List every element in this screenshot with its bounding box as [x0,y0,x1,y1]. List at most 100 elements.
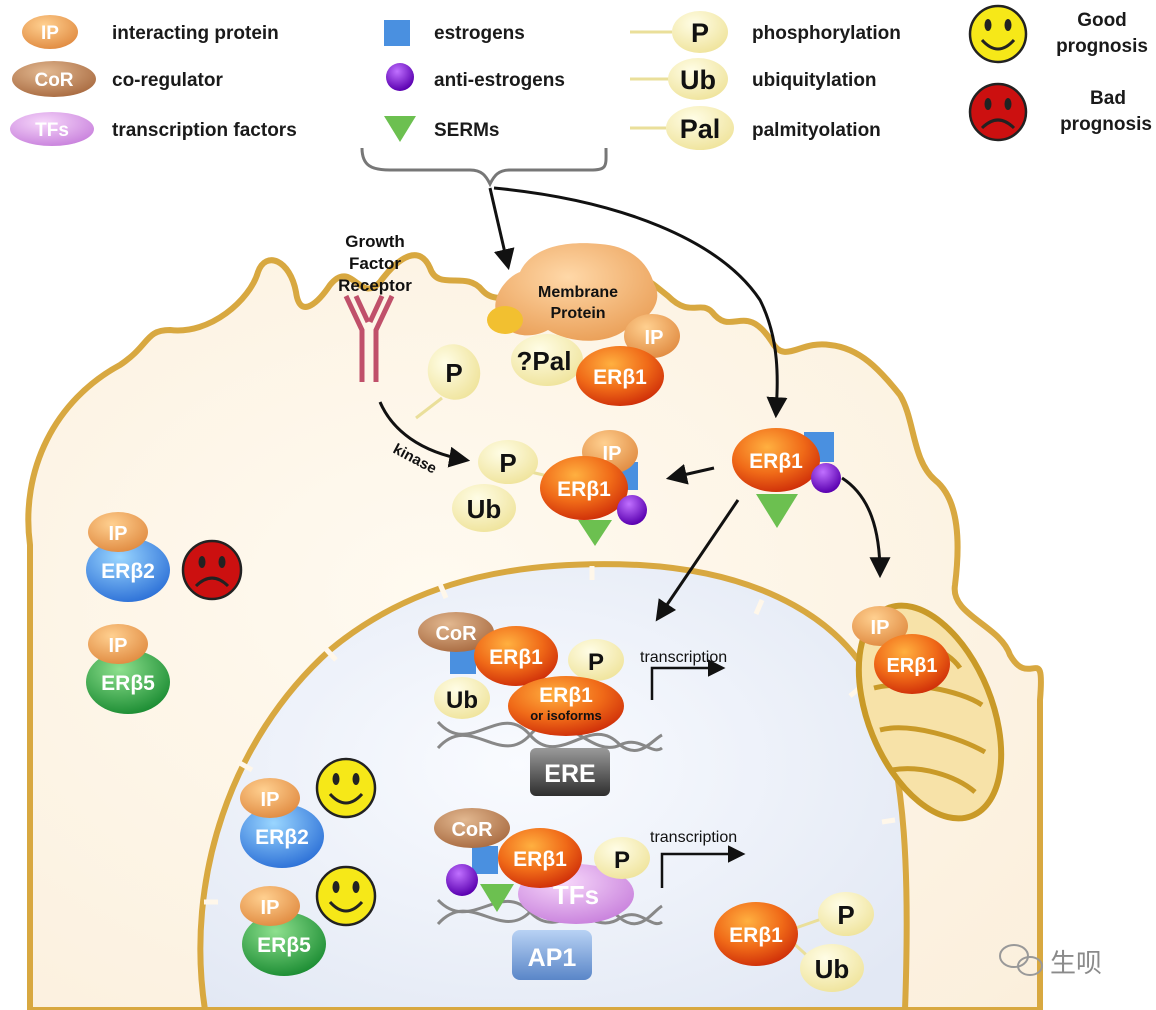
ap1-complex: AP1 CoR TFs ERβ1 P transcription [434,808,746,980]
svg-text:transcription factors: transcription factors [112,120,297,141]
svg-text:Bad: Bad [1090,88,1126,109]
legend-serms: SERMs [384,116,499,142]
legend-phosphorylation: P phosphorylation [630,11,901,53]
svg-text:IP: IP [109,523,128,545]
svg-text:ERβ1: ERβ1 [513,848,567,871]
svg-text:transcription: transcription [640,649,727,666]
svg-text:IP: IP [41,23,59,44]
svg-text:ERβ2: ERβ2 [255,826,309,849]
legend-palmitoylation: Pal palmityolation [630,106,881,150]
mitochondrial-erb1: IP ERβ1 [852,606,950,694]
sad-face-icon [968,82,1028,142]
svg-text:IP: IP [261,897,280,919]
happy-face-icon [315,865,377,927]
incoming-er-complex: ERβ1 [732,428,841,528]
svg-text:Ub: Ub [680,65,716,95]
svg-text:ERβ1: ERβ1 [593,366,647,389]
svg-text:Ub: Ub [467,494,502,524]
svg-text:Ub: Ub [815,954,850,984]
svg-text:anti-estrogens: anti-estrogens [434,70,565,91]
happy-face-icon [968,4,1028,64]
arrows [378,186,891,622]
svg-text:IP: IP [603,443,622,465]
nuclear-modified-erb1: P Ub ERβ1 [714,892,874,992]
svg-text:co-regulator: co-regulator [112,70,223,91]
svg-text:ERβ1: ERβ1 [557,478,611,501]
cytoplasm-er-complex: P Ub IP ERβ1 [452,430,647,546]
legend-tfs: TFs transcription factors [10,112,297,146]
svg-text:IP: IP [645,327,664,349]
svg-text:SERMs: SERMs [434,120,499,141]
legend-anti-estrogens: anti-estrogens [386,63,565,91]
svg-text:CoR: CoR [451,819,493,841]
growth-factor-receptor: Growth Factor Receptor [338,232,412,382]
svg-text:TFs: TFs [35,120,69,141]
watermark: 生呗 [999,944,1102,979]
free-phosphate: P [415,344,481,420]
svg-text:Factor: Factor [349,254,401,273]
svg-text:estrogens: estrogens [434,23,525,44]
cytoplasm-erb5: ERβ5 IP [86,624,170,714]
svg-text:ERβ1: ERβ1 [489,646,543,669]
svg-text:?Pal: ?Pal [517,346,572,376]
svg-text:prognosis: prognosis [1056,36,1148,57]
svg-text:生呗: 生呗 [1050,949,1102,979]
svg-text:Growth: Growth [345,232,405,251]
svg-text:interacting protein: interacting protein [112,23,279,44]
svg-text:CoR: CoR [34,70,73,91]
happy-face-icon [315,757,377,819]
svg-text:Good: Good [1077,10,1127,31]
legend-good-prognosis: Good prognosis [968,4,1148,64]
svg-text:Receptor: Receptor [338,276,412,295]
svg-text:IP: IP [261,789,280,811]
legend-cor: CoR co-regulator [12,61,223,97]
svg-text:CoR: CoR [435,623,477,645]
svg-text:IP: IP [109,635,128,657]
svg-text:or isoforms: or isoforms [530,708,602,723]
svg-text:ERβ1: ERβ1 [729,924,783,947]
ere-complex: ERE CoR Ub ERβ1 P ERβ1 or isoforms trans… [418,612,727,796]
membrane-protein-complex: Membrane Protein ?Pal IP ERβ1 [487,243,680,406]
svg-text:phosphorylation: phosphorylation [752,23,901,44]
svg-text:ubiquitylation: ubiquitylation [752,70,877,91]
svg-text:AP1: AP1 [528,944,577,972]
svg-text:ERβ1: ERβ1 [749,450,803,473]
svg-text:ERβ2: ERβ2 [101,560,155,583]
svg-text:transcription: transcription [650,829,737,846]
legend-ip: IP interacting protein [22,15,279,49]
svg-text:Protein: Protein [550,305,605,322]
svg-text:palmityolation: palmityolation [752,120,881,141]
svg-text:TFs: TFs [553,880,599,910]
svg-text:Ub: Ub [446,687,478,714]
ere-element: ERE [530,748,610,796]
wechat-icon [999,944,1043,976]
legend: IP interacting protein CoR co-regulator … [10,4,1152,150]
sad-face-icon [181,539,243,601]
nuclear-erb2: ERβ2 IP [240,778,324,868]
cytoplasm-erb2: ERβ2 IP [86,512,170,602]
membrane-protein [495,243,658,341]
svg-text:P: P [691,18,709,48]
svg-text:ERβ1: ERβ1 [539,684,593,707]
svg-text:P: P [445,358,462,388]
svg-text:ERβ1: ERβ1 [886,655,937,677]
ap1-element: AP1 [512,930,592,980]
svg-text:IP: IP [871,617,890,639]
legend-ubiquitylation: Ub ubiquitylation [630,58,877,100]
svg-text:P: P [614,847,630,874]
legend-estrogens: estrogens [384,20,525,46]
svg-text:P: P [588,649,604,676]
svg-text:ERβ5: ERβ5 [101,672,155,695]
svg-text:ERβ5: ERβ5 [257,934,311,957]
legend-brace [360,147,608,188]
legend-bad-prognosis: Bad prognosis [968,82,1152,142]
svg-text:prognosis: prognosis [1060,114,1152,135]
nuclear-pores [204,566,896,905]
nuclear-erb5: ERβ5 IP [240,886,326,976]
svg-text:P: P [499,448,516,478]
svg-text:Membrane: Membrane [538,284,618,301]
svg-text:ERE: ERE [544,760,595,788]
svg-text:P: P [837,900,854,930]
